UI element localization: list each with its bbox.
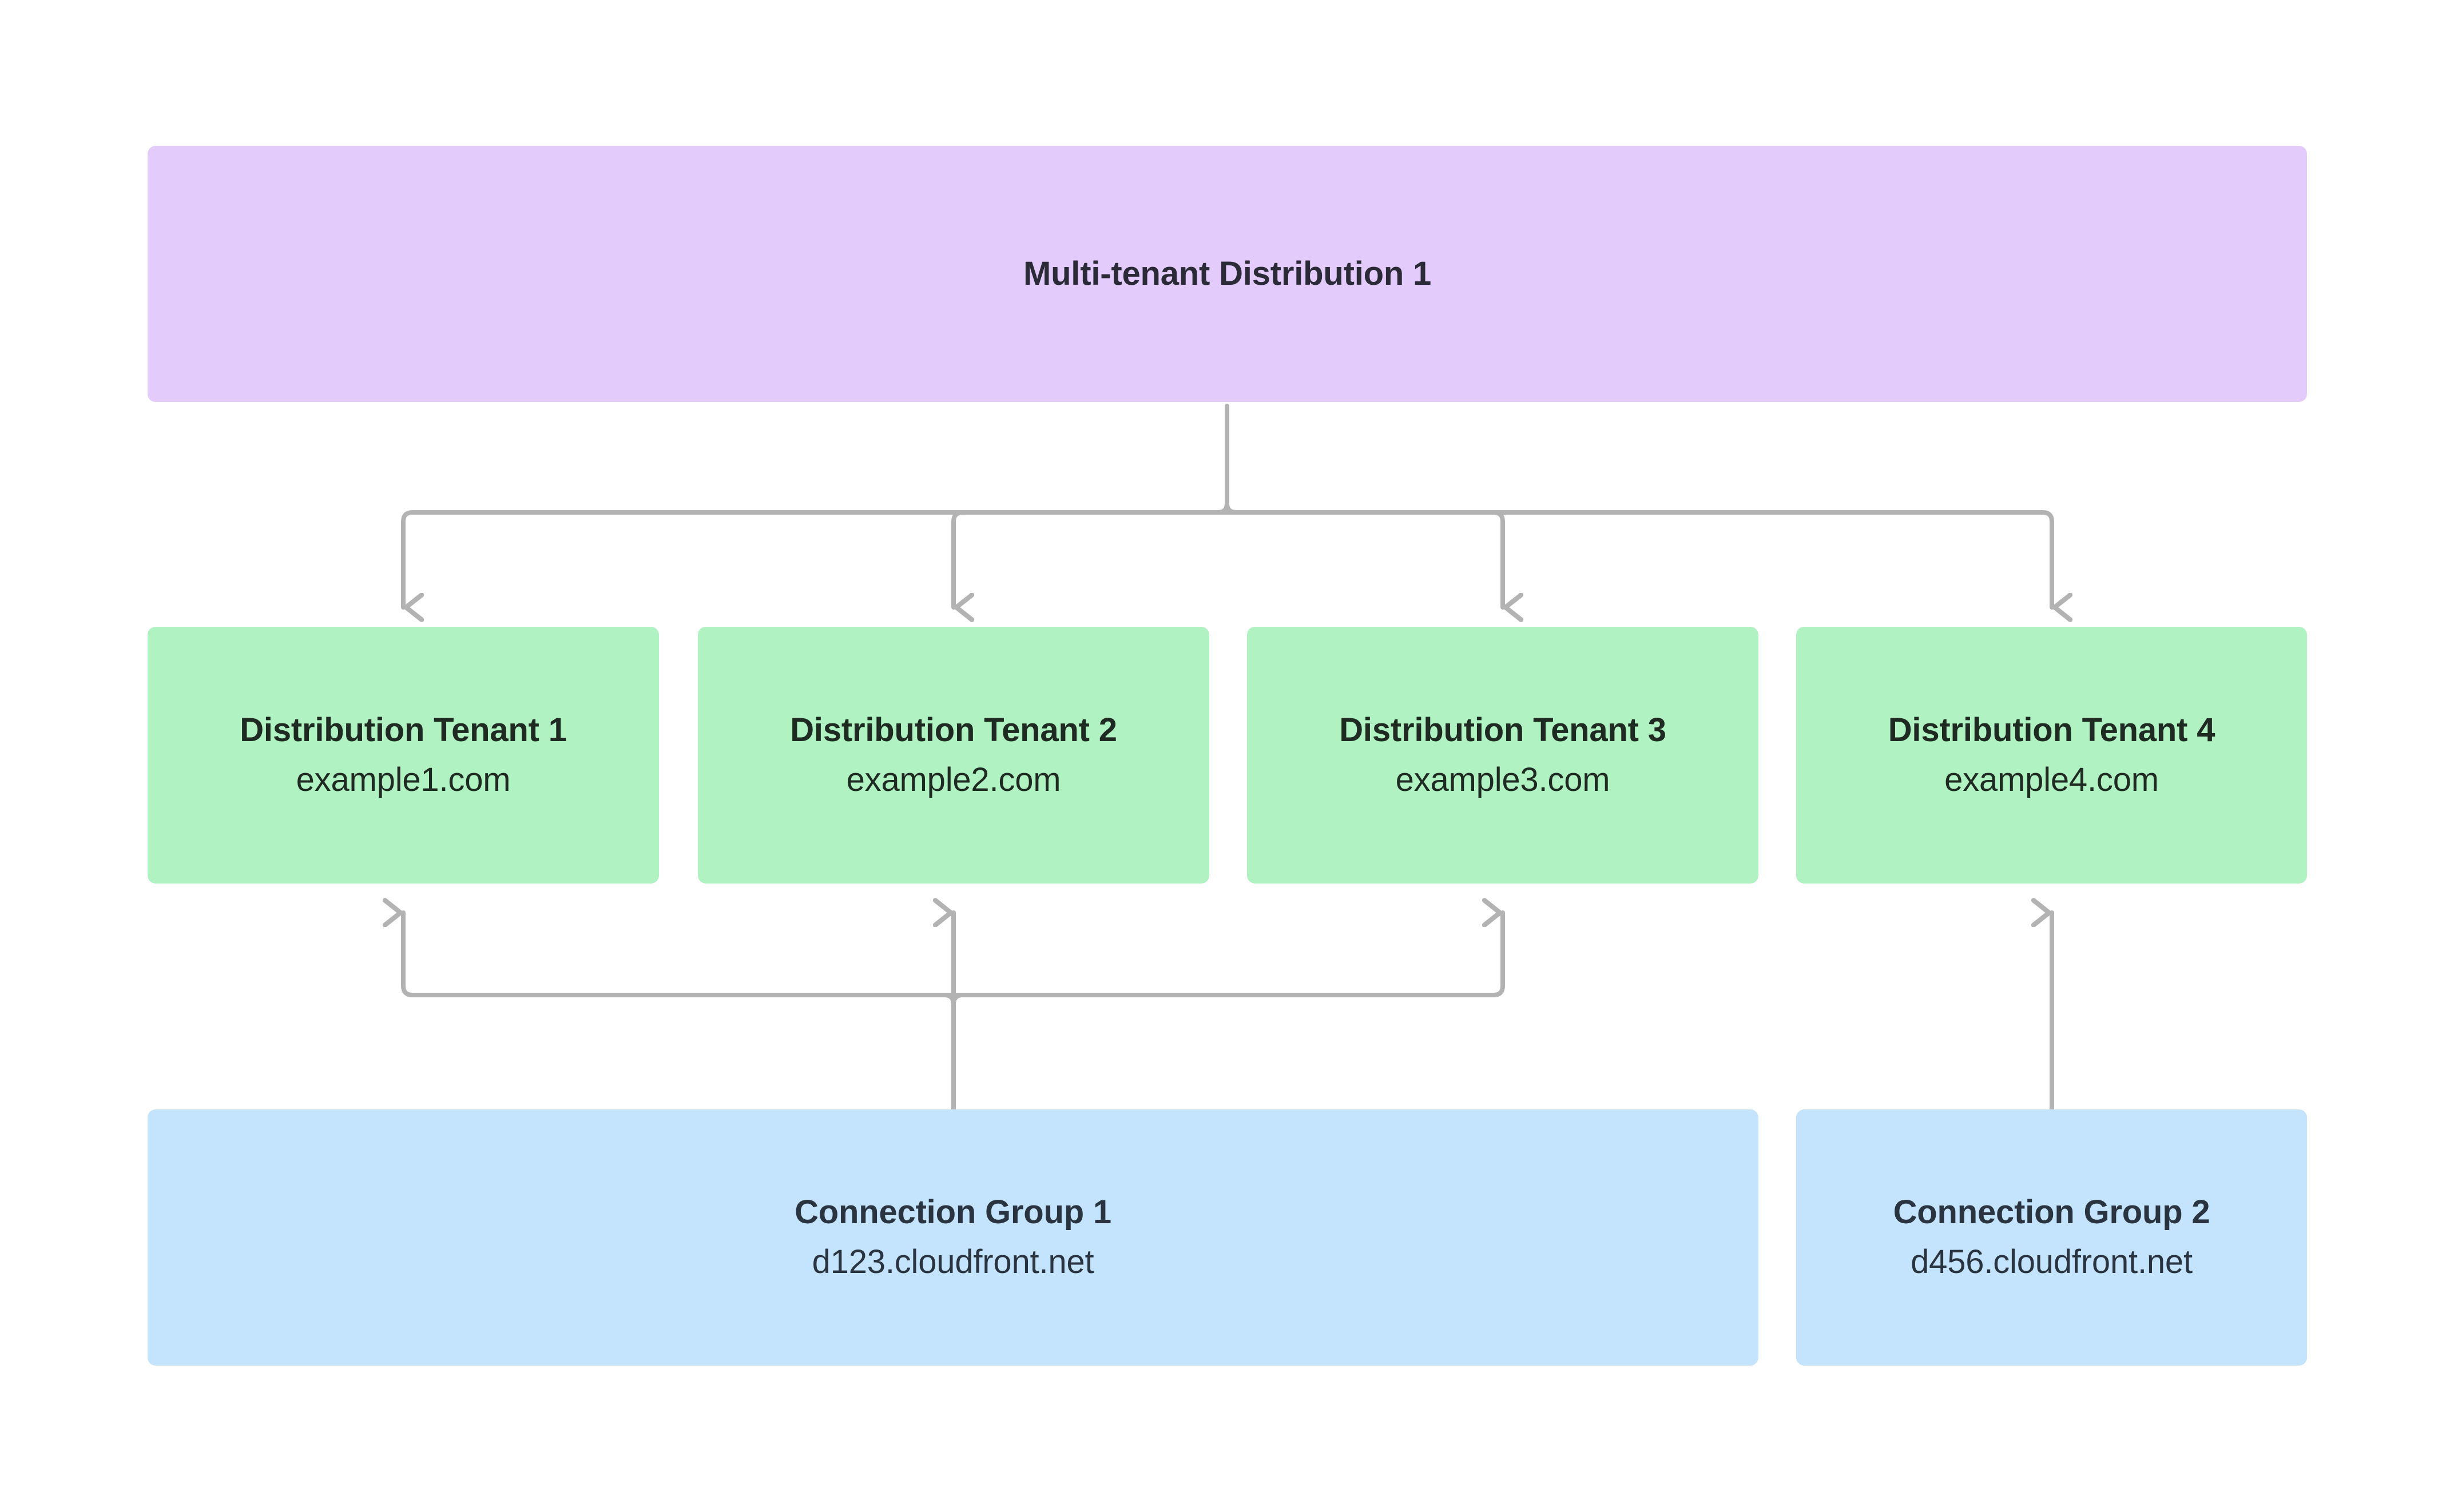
connection-group-1-domain: d123.cloudfront.net	[812, 1243, 1094, 1280]
distribution-tenant-1-label: Distribution Tenant 1	[240, 711, 567, 749]
distribution-tenant-4-label: Distribution Tenant 4	[1888, 711, 2215, 749]
edge-distribution-trunk-right	[1225, 404, 1375, 515]
connection-group-2-node[interactable]: Connection Group 2 d456.cloudfront.net	[1796, 1109, 2307, 1366]
connection-group-2-label: Connection Group 2	[1893, 1193, 2210, 1231]
edge-distribution-to-tenant-2	[951, 510, 1229, 607]
connection-group-1-label: Connection Group 1	[795, 1193, 1111, 1231]
distribution-tenant-3-label: Distribution Tenant 3	[1339, 711, 1666, 749]
edge-group1-to-tenant-3	[951, 913, 1505, 997]
multi-tenant-distribution-node[interactable]: Multi-tenant Distribution 1	[148, 146, 2307, 402]
edge-distribution-to-tenant-1	[401, 510, 1229, 607]
distribution-tenant-3-node[interactable]: Distribution Tenant 3 example3.com	[1247, 627, 1758, 884]
distribution-tenant-4-domain: example4.com	[1944, 761, 2159, 798]
edge-distribution-to-tenant-3	[1225, 510, 1503, 607]
edge-group1-trunk-right	[951, 993, 1101, 1112]
distribution-tenant-3-domain: example3.com	[1395, 761, 1610, 798]
edge-group1-to-tenant-1	[403, 913, 956, 997]
distribution-tenant-2-node[interactable]: Distribution Tenant 2 example2.com	[698, 627, 1209, 884]
edge-distribution-to-tenant-4	[1225, 510, 2052, 607]
multi-tenant-distribution-label: Multi-tenant Distribution 1	[1023, 254, 1432, 292]
distribution-tenant-2-label: Distribution Tenant 2	[790, 711, 1117, 749]
distribution-tenant-2-domain: example2.com	[846, 761, 1061, 798]
connection-group-2-domain: d456.cloudfront.net	[1911, 1243, 2193, 1280]
edge-group1-trunk	[810, 993, 956, 1112]
distribution-tenant-4-node[interactable]: Distribution Tenant 4 example4.com	[1796, 627, 2307, 884]
connection-group-1-node[interactable]: Connection Group 1 d123.cloudfront.net	[148, 1109, 1758, 1366]
distribution-tenant-1-node[interactable]: Distribution Tenant 1 example1.com	[148, 627, 659, 884]
distribution-tenant-1-domain: example1.com	[296, 761, 511, 798]
edge-distribution-trunk	[1085, 404, 1229, 515]
